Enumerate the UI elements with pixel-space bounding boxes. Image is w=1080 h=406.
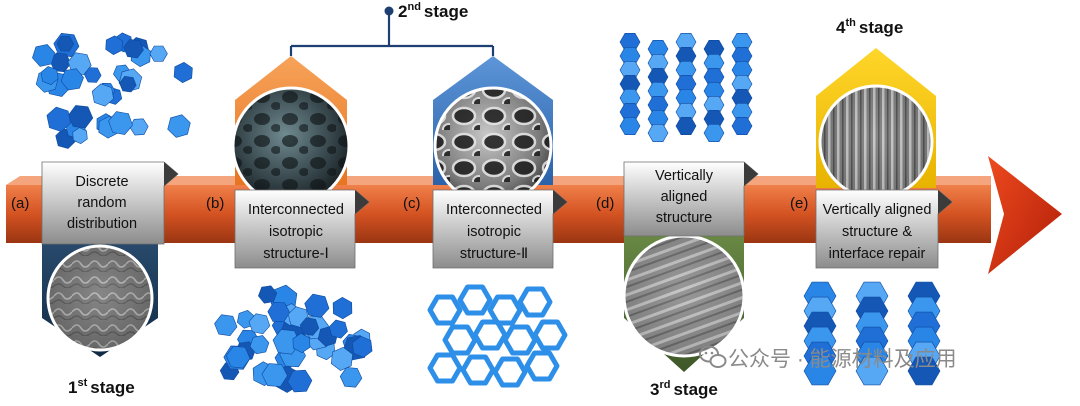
honeycomb-cell [524,350,560,382]
label-box-a [41,161,179,245]
hexagon-column-cell [619,117,641,135]
label-box-c [432,189,568,269]
box-a-line-2: random [77,195,126,211]
hexagon-column-cell [647,124,669,142]
hexagon-platelet [287,369,313,393]
label-box-d [623,161,759,237]
label-box-e [815,189,953,269]
hexagon-platelet [225,345,251,369]
hexagon-platelet [248,313,271,335]
hexagon-platelet [258,285,278,304]
honeycomb-cell [492,356,528,388]
hexagon-platelet [249,335,270,355]
hexagon-platelet [56,36,75,52]
sem-image-c [433,86,553,206]
box-d-line-3: structure [656,210,712,226]
hexagon-platelet [267,302,291,323]
box-b-line-3: structure-Ⅰ [263,246,329,262]
sem-image-b [231,86,351,206]
label-box-b [234,189,370,269]
hexagon-platelet [32,44,56,67]
honeycomb-cell [457,284,493,316]
honeycomb-cell [427,294,463,326]
hexagon-column-cell [703,124,725,142]
box-a-line-3: distribution [67,216,137,232]
sem-image-a [46,244,154,352]
hexagon-platelet [292,333,311,353]
box-d-line-1: Vertically [655,168,714,184]
box-e-line-3: interface repair [829,246,926,262]
box-d-line-2: aligned [661,189,708,205]
box-c-line-3: structure-Ⅱ [460,246,528,262]
hexagon-platelet [40,66,59,85]
hexagon-stack-cell [907,356,941,386]
hexagon-platelet [167,114,191,138]
watermark-text: 公众号 · 能源材料及应用 [728,348,957,371]
hexagon-stack-cell [803,356,837,386]
honeycomb-cell [472,319,508,351]
hexagon-platelet [214,314,238,337]
panel-letter-d: (d) [596,195,614,212]
hexagon-platelet [332,296,353,320]
hexagon-platelet [129,118,149,136]
hexagon-platelet [352,335,373,358]
box-e-line-2: structure & [842,224,912,240]
hexagon-platelet [261,363,288,387]
box-b-line-1: Interconnected [248,202,344,218]
hexagon-column-cell [731,117,753,135]
honeycomb-cell [517,286,553,318]
honeycomb-cell [442,324,478,356]
hexagon-platelet [299,317,320,336]
hexagon-platelet [119,75,137,93]
hexagon-platelet [304,293,330,318]
hexagon-platelet [108,111,133,135]
box-b-line-2: isotropic [269,224,323,240]
hexagon-illustrations [32,32,941,393]
honeycomb-cell [487,294,523,326]
wechat-icon [699,345,727,368]
box-e-line-1: Vertically aligned [823,202,932,218]
stage-2-bracket [289,6,495,56]
hexagon-column-cell [675,117,697,135]
hexagon-platelet [46,106,71,132]
hexagon-platelet [123,39,144,59]
hexagon-platelet [60,68,84,91]
hexagon-platelet [339,367,363,388]
panel-letter-e: (e) [790,195,808,212]
sem-image-d [622,234,746,358]
honeycomb-cell [502,324,538,356]
hexagon-platelet [72,127,88,144]
box-a-line-1: Discrete [75,174,128,190]
hexagon-platelet [67,105,94,129]
sem-image-e [818,84,934,200]
box-c-line-1: Interconnected [446,202,542,218]
hexagon-platelet [149,45,168,62]
honeycomb-cell [427,352,463,384]
panel-letter-b: (b) [206,195,224,212]
box-c-line-2: isotropic [467,224,521,240]
hexagon-platelet [91,83,114,107]
hexagon-platelet [330,346,353,371]
hexagon-platelet [173,61,193,84]
hexagon-stack-cell [855,356,889,386]
arrow-head [988,156,1062,274]
hexagon-platelet [328,319,348,339]
panel-letter-a: (a) [11,195,29,212]
honeycomb-cell [532,319,568,351]
watermark: 公众号 · 能源材料及应用 [699,345,957,371]
panel-letter-c: (c) [403,195,421,212]
honeycomb-cell [460,354,496,386]
hexagon-platelet [105,35,123,55]
